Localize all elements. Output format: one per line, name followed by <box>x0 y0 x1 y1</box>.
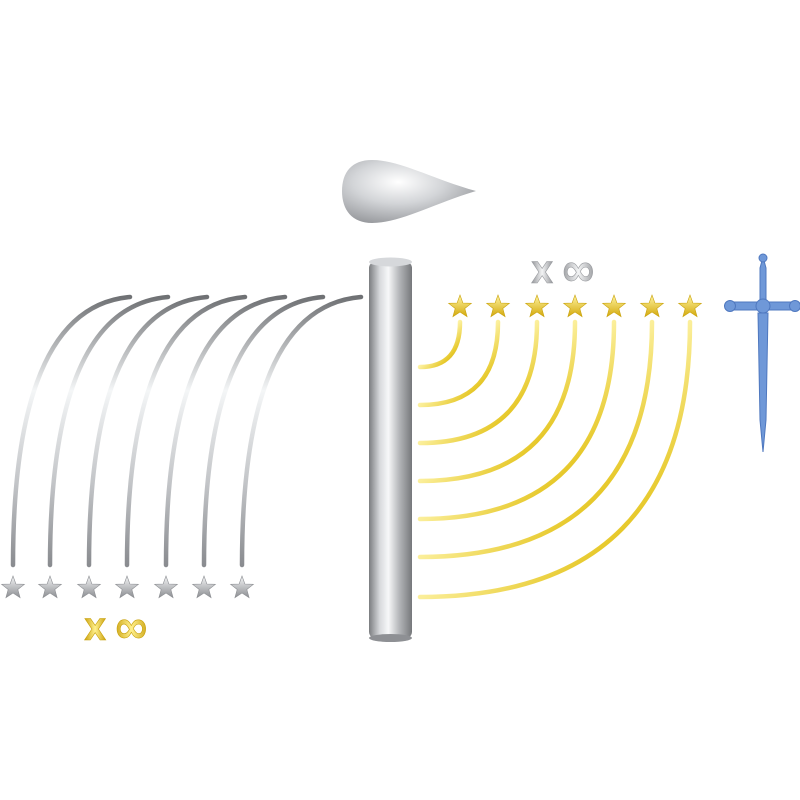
silver-arcs <box>10 294 364 568</box>
star-icon <box>677 294 703 318</box>
silver-arc <box>47 294 171 568</box>
sword-icon <box>724 253 800 453</box>
star-icon <box>524 294 550 318</box>
star-icon <box>601 294 627 318</box>
silver-arc <box>124 294 248 568</box>
star-icon <box>447 294 473 318</box>
silver-stars <box>0 575 255 599</box>
gold-arcs <box>417 319 693 600</box>
star-icon <box>76 575 102 599</box>
silver-times-infinity-mark: X ∞ <box>531 245 597 297</box>
silver-infinity-glyph: ∞ <box>560 245 597 296</box>
star-icon <box>153 575 179 599</box>
star-icon <box>562 294 588 318</box>
gold-arc <box>417 319 617 522</box>
gold-arc <box>417 319 578 484</box>
pole-icon <box>369 257 412 642</box>
star-icon <box>229 575 255 599</box>
gold-arc <box>417 319 501 408</box>
gold-infinity-glyph: ∞ <box>113 602 150 653</box>
silver-arc <box>163 294 288 568</box>
star-icon <box>114 575 140 599</box>
star-icon <box>0 575 26 599</box>
gold-arc <box>417 319 540 446</box>
star-icon <box>37 575 63 599</box>
teardrop-icon <box>342 160 476 223</box>
gold-arc <box>417 319 463 370</box>
silver-arc <box>10 294 133 568</box>
gold-arc <box>417 319 655 560</box>
gold-times-infinity-mark: X ∞ <box>84 602 150 654</box>
gold-arc <box>417 319 693 600</box>
silver-arc <box>239 294 364 568</box>
star-icon <box>191 575 217 599</box>
silver-arc <box>86 294 210 568</box>
star-icon <box>485 294 511 318</box>
silver-arc <box>201 294 326 568</box>
star-icon <box>639 294 665 318</box>
gold-stars <box>447 294 703 318</box>
silver-times-glyph: X <box>531 256 553 290</box>
gold-times-glyph: X <box>84 613 106 647</box>
